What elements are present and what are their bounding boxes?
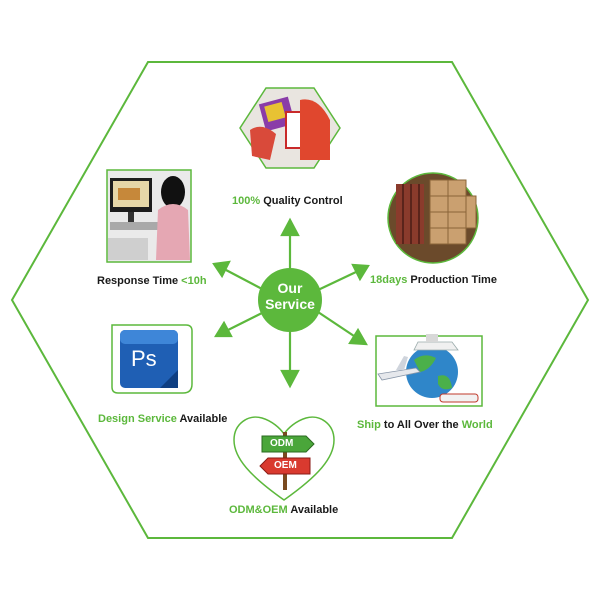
caption-quality-highlight: 100%	[232, 195, 261, 207]
caption-shipping-highlight: Ship	[357, 419, 381, 431]
caption-response-prefix: Response Time	[97, 275, 182, 287]
odm-sign-label: ODM	[270, 438, 294, 449]
center-label-line2: Service	[265, 296, 315, 312]
warehouse-boxes-photo	[387, 172, 479, 264]
caption-quality-text: Quality Control	[260, 195, 343, 207]
office-worker-photo	[106, 169, 192, 263]
caption-shipping-text: to All Over the	[380, 419, 462, 431]
caption-design-text: Available	[176, 413, 228, 425]
caption-production-time: 18days Production Time	[370, 274, 497, 286]
caption-quality-control: 100% Quality Control	[232, 195, 343, 207]
oem-sign-label: OEM	[274, 460, 297, 471]
caption-odm-highlight: ODM&OEM	[229, 504, 288, 516]
arrows	[212, 217, 370, 389]
quality-control-photo	[239, 87, 341, 169]
caption-odm-text: Available	[287, 504, 339, 516]
caption-response-time: Response Time <10h	[97, 275, 207, 287]
caption-production-text: Production Time	[407, 274, 497, 286]
plane-globe-ship-photo	[375, 334, 483, 407]
center-label-line1: Our	[277, 280, 303, 296]
photoshop-icon	[111, 324, 193, 394]
signpost-heart-icon	[233, 416, 335, 501]
center-circle	[258, 268, 322, 332]
center-label: Our Service	[255, 280, 325, 312]
caption-production-highlight: 18days	[370, 274, 408, 286]
caption-design-service: Design Service Available	[98, 413, 227, 425]
caption-response-highlight: <10h	[181, 275, 207, 287]
photoshop-badge-label: Ps	[131, 346, 157, 371]
caption-odm-oem: ODM&OEM Available	[229, 504, 338, 516]
caption-shipping: Ship to All Over the World	[357, 419, 493, 431]
caption-shipping-highlight2: World	[461, 419, 493, 431]
caption-design-highlight: Design Service	[98, 413, 177, 425]
